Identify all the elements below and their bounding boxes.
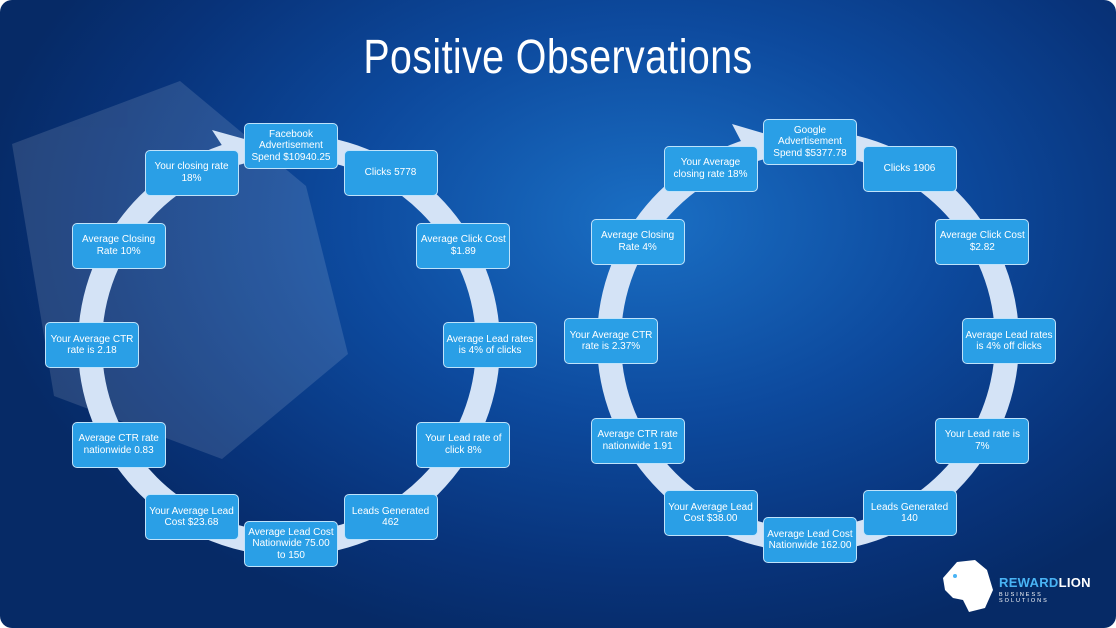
google-cycle-step: Average CTR rate nationwide 1.91 [590,417,685,464]
rewardlion-logo: REWARDLION BUSINESS SOLUTIONS [935,556,1091,614]
facebook-cycle-step: Leads Generated 462 [343,494,438,541]
google-cycle-step: Clicks 1906 [862,145,957,192]
facebook-cycle-step: Your Average CTR rate is 2.18 [45,322,139,368]
google-cycle-step: Your Lead rate is 7% [935,417,1030,464]
google-cycle-step: Leads Generated 140 [862,490,957,537]
google-cycle-step: Average Closing Rate 4% [590,218,685,265]
google-cycle-step: Google Advertisement Spend $5377.78 [763,119,857,165]
lion-logo-icon [943,560,993,612]
facebook-cycle-step: Clicks 5778 [343,149,438,196]
facebook-cycle-step: Your Lead rate of click 8% [416,421,511,468]
google-cycle-step: Your Average CTR rate is 2.37% [564,318,658,364]
facebook-cycle-step: Average Lead rates is 4% of clicks [443,322,537,368]
facebook-cycle-step: Average CTR rate nationwide 0.83 [71,421,166,468]
facebook-cycle-step: Your Average Lead Cost $23.68 [144,494,239,541]
google-cycle-step: Average Lead rates is 4% off clicks [962,318,1056,364]
facebook-cycle-step: Your closing rate 18% [144,149,239,196]
facebook-cycle-step: Average Lead Cost Nationwide 75.00 to 15… [244,521,338,567]
google-cycle-step: Average Click Cost $2.82 [935,218,1030,265]
google-cycle-step: Average Lead Cost Nationwide 162.00 [763,517,857,563]
facebook-cycle-step: Average Click Cost $1.89 [416,222,511,269]
logo-brand: REWARDLION [999,575,1091,590]
page-title: Positive Observations [363,31,753,84]
google-cycle-step: Your Average Lead Cost $38.00 [663,490,758,537]
facebook-cycle-step: Average Closing Rate 10% [71,222,166,269]
facebook-cycle-step: Facebook Advertisement Spend $10940.25 [244,123,338,169]
google-cycle-step: Your Average closing rate 18% [663,145,758,192]
logo-tagline: BUSINESS SOLUTIONS [999,592,1049,604]
